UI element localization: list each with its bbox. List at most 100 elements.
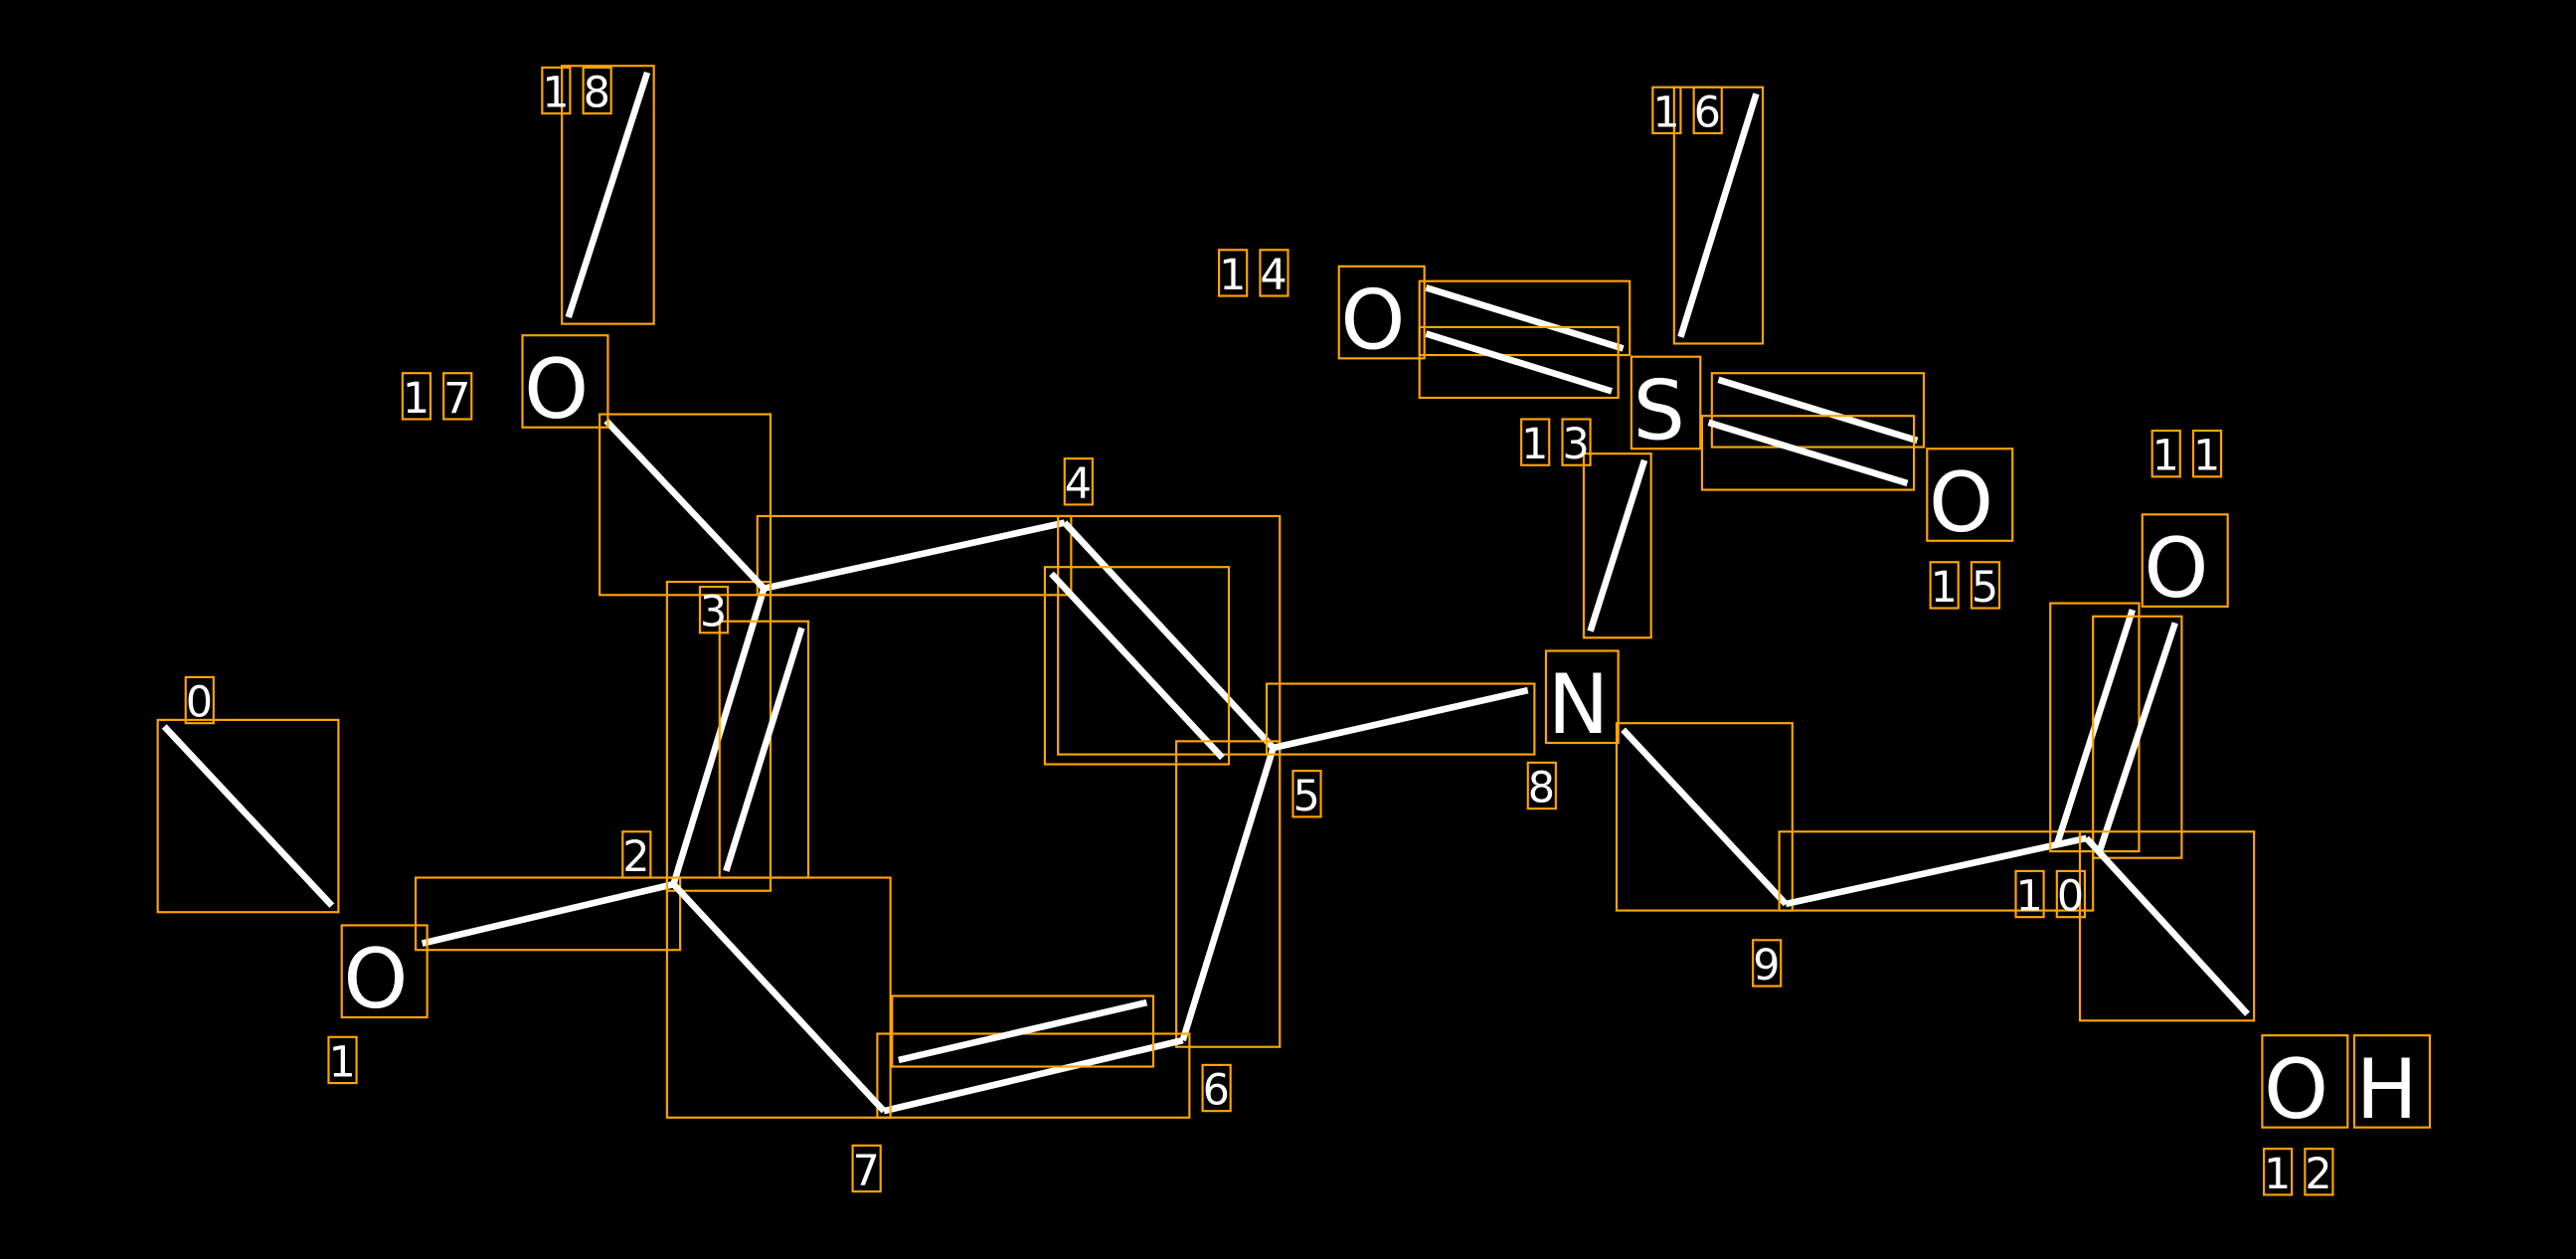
bond-10-11 <box>2049 602 2183 859</box>
bond-line <box>1587 458 1648 632</box>
bond-line <box>1425 284 1625 352</box>
bond-line <box>1179 746 1277 1042</box>
bond-line-secondary <box>1425 330 1614 395</box>
bond-13-14 <box>1418 279 1631 400</box>
bond-7-2 <box>665 876 892 1119</box>
atom-symbol-box <box>1926 448 2014 542</box>
bond-9-10 <box>1778 830 2095 912</box>
atom-index: 1 <box>2016 872 2043 922</box>
atom-1: O1 <box>327 924 429 1087</box>
atom-index: 3 <box>1562 420 1589 469</box>
atom-3: 3 <box>698 585 730 637</box>
atom-index: 2 <box>622 832 649 882</box>
bonds-layer <box>156 65 2256 1119</box>
atom-7: 7 <box>851 1144 882 1196</box>
bond-line <box>565 71 651 319</box>
bond-line <box>1717 376 1919 445</box>
atom-8: N8 <box>1526 649 1620 813</box>
atom-index-box <box>2191 429 2223 478</box>
atom-symbol: O <box>1340 272 1405 368</box>
bond-13-15 <box>1700 372 1926 491</box>
atom-symbol: S <box>1633 363 1685 458</box>
atom-index: 1 <box>2193 432 2220 481</box>
atom-index-box <box>698 585 730 634</box>
atom-index-box <box>1561 418 1592 466</box>
atom-index-box <box>2055 869 2086 919</box>
atom-index-box <box>184 675 215 725</box>
atom-index-box <box>1063 457 1094 506</box>
atom-symbol-box <box>340 924 429 1019</box>
bond-bounding-box <box>1710 372 1926 449</box>
atom-index: 1 <box>542 69 569 118</box>
atom-index-box <box>621 830 652 879</box>
bond-3-17 <box>599 413 773 597</box>
atom-index: 1 <box>1521 420 1548 469</box>
bond-3-4 <box>756 514 1073 597</box>
atom-6: 6 <box>1201 1063 1232 1116</box>
bond-bounding-box <box>1582 452 1652 639</box>
atom-symbol: N <box>1548 657 1610 753</box>
bond-0-1 <box>156 718 340 914</box>
atom-index: 1 <box>328 1037 355 1087</box>
bond-bounding-box <box>561 65 655 325</box>
atom-9: 9 <box>1752 939 1783 990</box>
atom-0: 0 <box>184 675 215 728</box>
bond-line <box>603 418 767 591</box>
atom-symbol-box <box>2352 1034 2432 1129</box>
atom-index: 3 <box>700 588 727 637</box>
atom-index: 1 <box>1652 88 1679 137</box>
bond-bounding-box <box>2092 615 2183 859</box>
atom-4: 4 <box>1063 457 1094 509</box>
bond-bounding-box <box>1418 279 1631 357</box>
atom-5: 5 <box>1291 770 1322 821</box>
bond-bounding-box <box>2078 830 2256 1022</box>
atom-symbol: O <box>2264 1042 2328 1138</box>
atom-index: 4 <box>1260 251 1287 300</box>
atom-symbol-box <box>2261 1034 2349 1129</box>
bond-17-18 <box>561 65 655 325</box>
atom-index: 6 <box>1203 1066 1230 1116</box>
atom-symbol-box <box>521 334 609 429</box>
bond-bounding-box <box>756 514 1073 597</box>
atom-index: 6 <box>1694 88 1721 137</box>
bond-1-2 <box>414 876 682 952</box>
bond-bounding-box <box>891 994 1155 1068</box>
atom-symbol-box <box>1337 265 1426 360</box>
bond-line <box>1621 727 1789 907</box>
atom-index-box <box>442 372 473 421</box>
bond-line <box>883 1036 1184 1115</box>
atom-index-box <box>541 66 572 115</box>
atom-index-box <box>1259 249 1289 297</box>
bond-line <box>1062 520 1277 751</box>
bond-line-secondary <box>1049 571 1225 761</box>
bond-bounding-box <box>1265 682 1536 756</box>
bond-5-6 <box>1175 740 1282 1048</box>
atom-2: 2 <box>621 830 652 882</box>
atom-index-box <box>1520 418 1551 466</box>
atom-symbol: O <box>1929 455 1993 551</box>
atom-index: 2 <box>2305 1150 2331 1199</box>
bond-bounding-box <box>1700 415 1916 491</box>
atom-symbol-box <box>2141 513 2229 608</box>
atom-index: 5 <box>1972 563 1998 613</box>
atom-symbol: O <box>2144 521 2208 617</box>
atom-symbol-box <box>1544 649 1620 745</box>
atom-symbol: O <box>524 342 589 438</box>
atom-index-box <box>2262 1148 2294 1196</box>
bond-bounding-box <box>414 876 682 952</box>
atom-index: 7 <box>443 374 470 424</box>
atom-index: 8 <box>584 69 610 118</box>
bond-line-secondary <box>1707 419 1909 487</box>
atom-index-box <box>1970 561 2001 610</box>
atom-index-box <box>1201 1063 1232 1113</box>
atom-index: 1 <box>2264 1150 2291 1199</box>
atom-index: 1 <box>1931 563 1958 613</box>
atom-index-box <box>1929 561 1960 610</box>
